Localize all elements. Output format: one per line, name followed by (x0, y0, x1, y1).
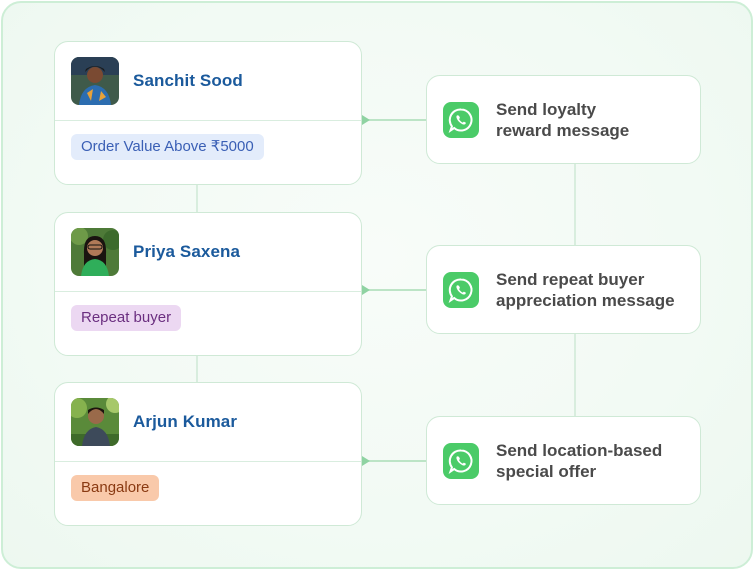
customer-name: Sanchit Sood (133, 71, 243, 90)
customer-card[interactable]: Priya Saxena Repeat buyer (54, 212, 362, 356)
action-label-line: Send loyalty (496, 99, 597, 119)
action-card[interactable]: Send repeat buyer appreciation message (426, 245, 701, 334)
action-label-line: reward message (496, 120, 630, 140)
whatsapp-icon (443, 101, 479, 138)
customer-card-header: Sanchit Sood (55, 42, 361, 121)
customer-card-header: Arjun Kumar (55, 383, 361, 462)
action-label-line: special offer (496, 461, 597, 481)
segment-tag: Bangalore (71, 475, 160, 501)
segment-tag: Order Value Above ₹5000 (71, 134, 264, 160)
customer-card[interactable]: Sanchit Sood Order Value Above ₹5000 (54, 41, 362, 185)
whatsapp-icon (443, 442, 479, 479)
action-label: Send repeat buyer appreciation message (496, 269, 675, 311)
customer-card[interactable]: Arjun Kumar Bangalore (54, 382, 362, 526)
action-card[interactable]: Send location-based special offer (426, 416, 701, 505)
action-label-line: Send location-based (496, 440, 663, 460)
action-label: Send location-based special offer (496, 440, 662, 482)
action-label-line: Send repeat buyer (496, 269, 645, 289)
customer-card-header: Priya Saxena (55, 213, 361, 292)
whatsapp-icon (443, 271, 479, 308)
action-label-line: appreciation message (496, 290, 675, 310)
customer-name: Arjun Kumar (133, 412, 238, 431)
avatar (71, 57, 119, 105)
avatar (71, 228, 119, 276)
avatar (71, 398, 119, 446)
action-card[interactable]: Send loyalty reward message (426, 75, 701, 164)
action-label: Send loyalty reward message (496, 99, 629, 141)
segment-tag: Repeat buyer (71, 305, 182, 331)
customer-name: Priya Saxena (133, 242, 241, 261)
